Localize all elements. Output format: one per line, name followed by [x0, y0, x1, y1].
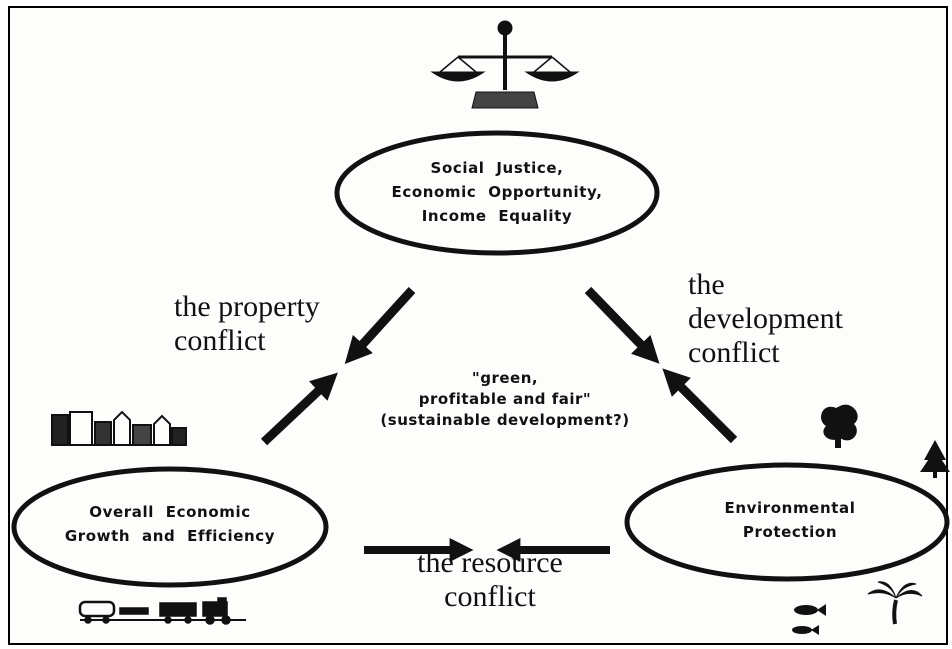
fish-icon	[792, 604, 826, 635]
center-line-3: (sustainable development?)	[380, 411, 630, 429]
economic-growth-node: Overall Economic Growth and Efficiency	[30, 500, 310, 548]
environmental-protection-line-2: Protection	[742, 523, 838, 541]
economic-growth-line-1: Overall Economic	[89, 503, 251, 521]
economic-growth-line-2: Growth and Efficiency	[64, 527, 276, 545]
arrow-social-to-center-right	[584, 286, 660, 364]
property-conflict-line-2: conflict	[174, 324, 266, 357]
arrow-social-to-center-left	[344, 286, 416, 364]
deciduous-tree-icon	[821, 404, 858, 448]
diagram-frame	[8, 6, 948, 645]
environmental-protection-ellipse	[624, 462, 950, 582]
scales-of-justice-icon	[430, 20, 580, 109]
social-justice-line-2: Economic Opportunity,	[391, 183, 603, 201]
development-conflict-line-2: development	[688, 302, 843, 335]
center-line-2: profitable and fair"	[418, 390, 592, 408]
pine-tree-icon	[920, 440, 950, 478]
development-conflict-label: the development conflict	[688, 268, 843, 370]
sustainable-development-text: "green, profitable and fair" (sustainabl…	[330, 368, 680, 431]
development-conflict-line-1: the	[688, 268, 725, 301]
environmental-protection-node: Environmental Protection	[660, 496, 920, 544]
arrow-economic-to-center	[260, 372, 338, 446]
resource-conflict-line-2: conflict	[444, 580, 536, 613]
social-justice-node: Social Justice, Economic Opportunity, In…	[357, 156, 637, 228]
development-conflict-line-3: conflict	[688, 336, 780, 369]
center-line-1: "green,	[471, 369, 539, 387]
palm-tree-icon	[867, 581, 923, 625]
resource-conflict-label: the resource conflict	[380, 546, 600, 614]
economic-growth-ellipse	[11, 466, 329, 588]
property-conflict-line-1: the property	[174, 290, 320, 323]
social-justice-line-1: Social Justice,	[430, 159, 564, 177]
resource-conflict-line-1: the resource	[417, 546, 563, 579]
property-conflict-label: the property conflict	[174, 290, 320, 358]
social-justice-ellipse	[334, 130, 660, 256]
city-buildings-icon	[51, 410, 187, 446]
social-justice-line-3: Income Equality	[421, 207, 573, 225]
train-icon	[78, 597, 246, 625]
environmental-protection-line-1: Environmental	[724, 499, 856, 517]
arrow-environment-to-center	[662, 368, 738, 444]
